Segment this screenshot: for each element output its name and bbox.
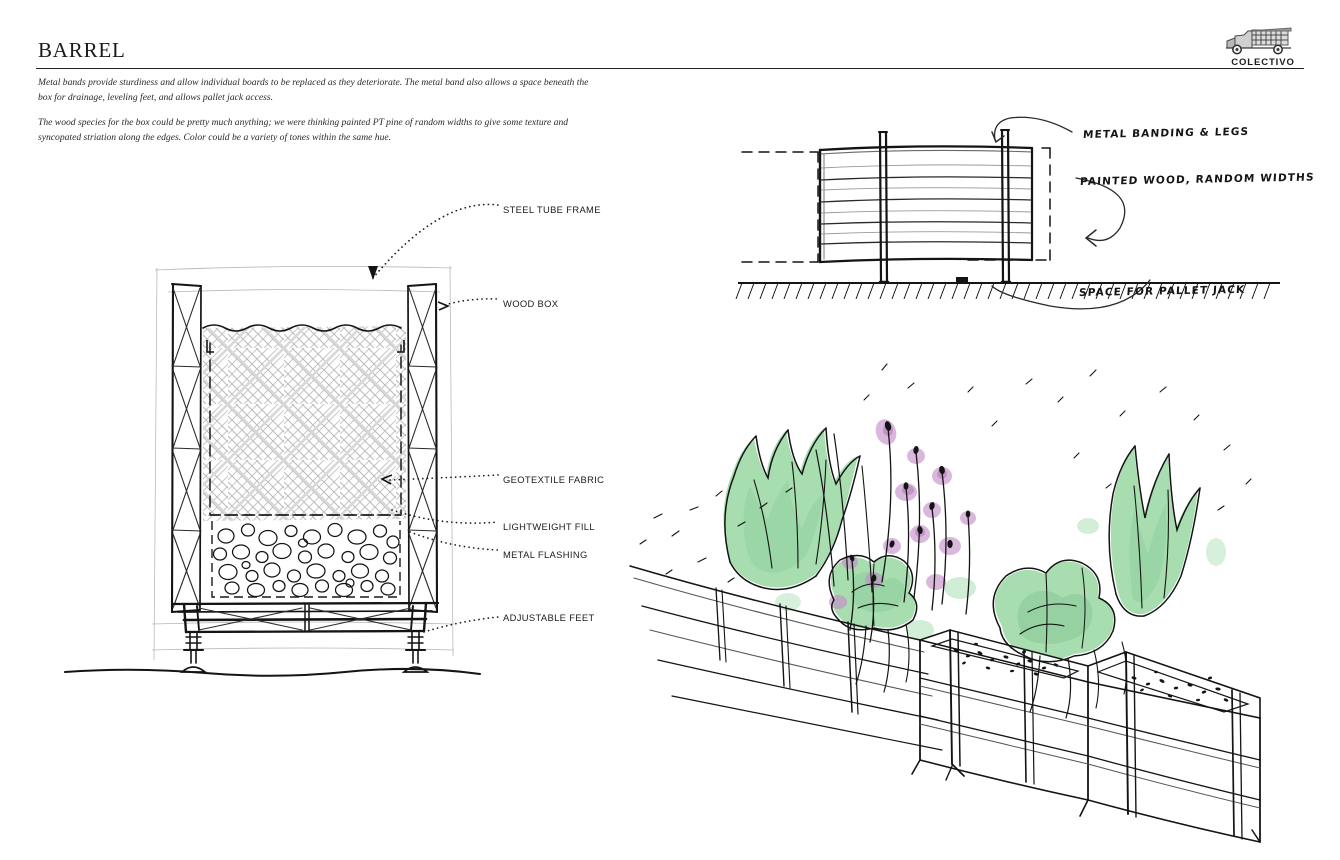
planter-side-elevation [720,110,1300,310]
callout-steel-tube-frame: STEEL TUBE FRAME [503,204,601,215]
callout-geotextile-fabric: GEOTEXTILE FABRIC [503,474,605,485]
callout-lightweight-fill: LIGHTWEIGHT FILL [503,521,595,532]
vintage-truck-icon [1226,27,1292,55]
intro-paragraph-2: The wood species for the box could be pr… [38,117,569,143]
callout-wood-box: WOOD BOX [503,298,559,309]
header-divider [36,68,1304,69]
planter-row-perspective [620,330,1280,843]
intro-paragraph-1: Metal bands provide sturdiness and allow… [38,77,589,103]
callout-adjustable-feet: ADJUSTABLE FEET [503,612,595,623]
page-title: BARREL [38,38,126,62]
planter-section-detail [60,180,499,700]
logo-wordmark: COLECTIVO [1231,57,1295,68]
colectivo-logo: COLECTIVO [1221,24,1305,68]
intro-text-block: Metal bands provide sturdiness and allow… [38,76,598,156]
callout-metal-flashing: METAL FLASHING [503,549,588,560]
